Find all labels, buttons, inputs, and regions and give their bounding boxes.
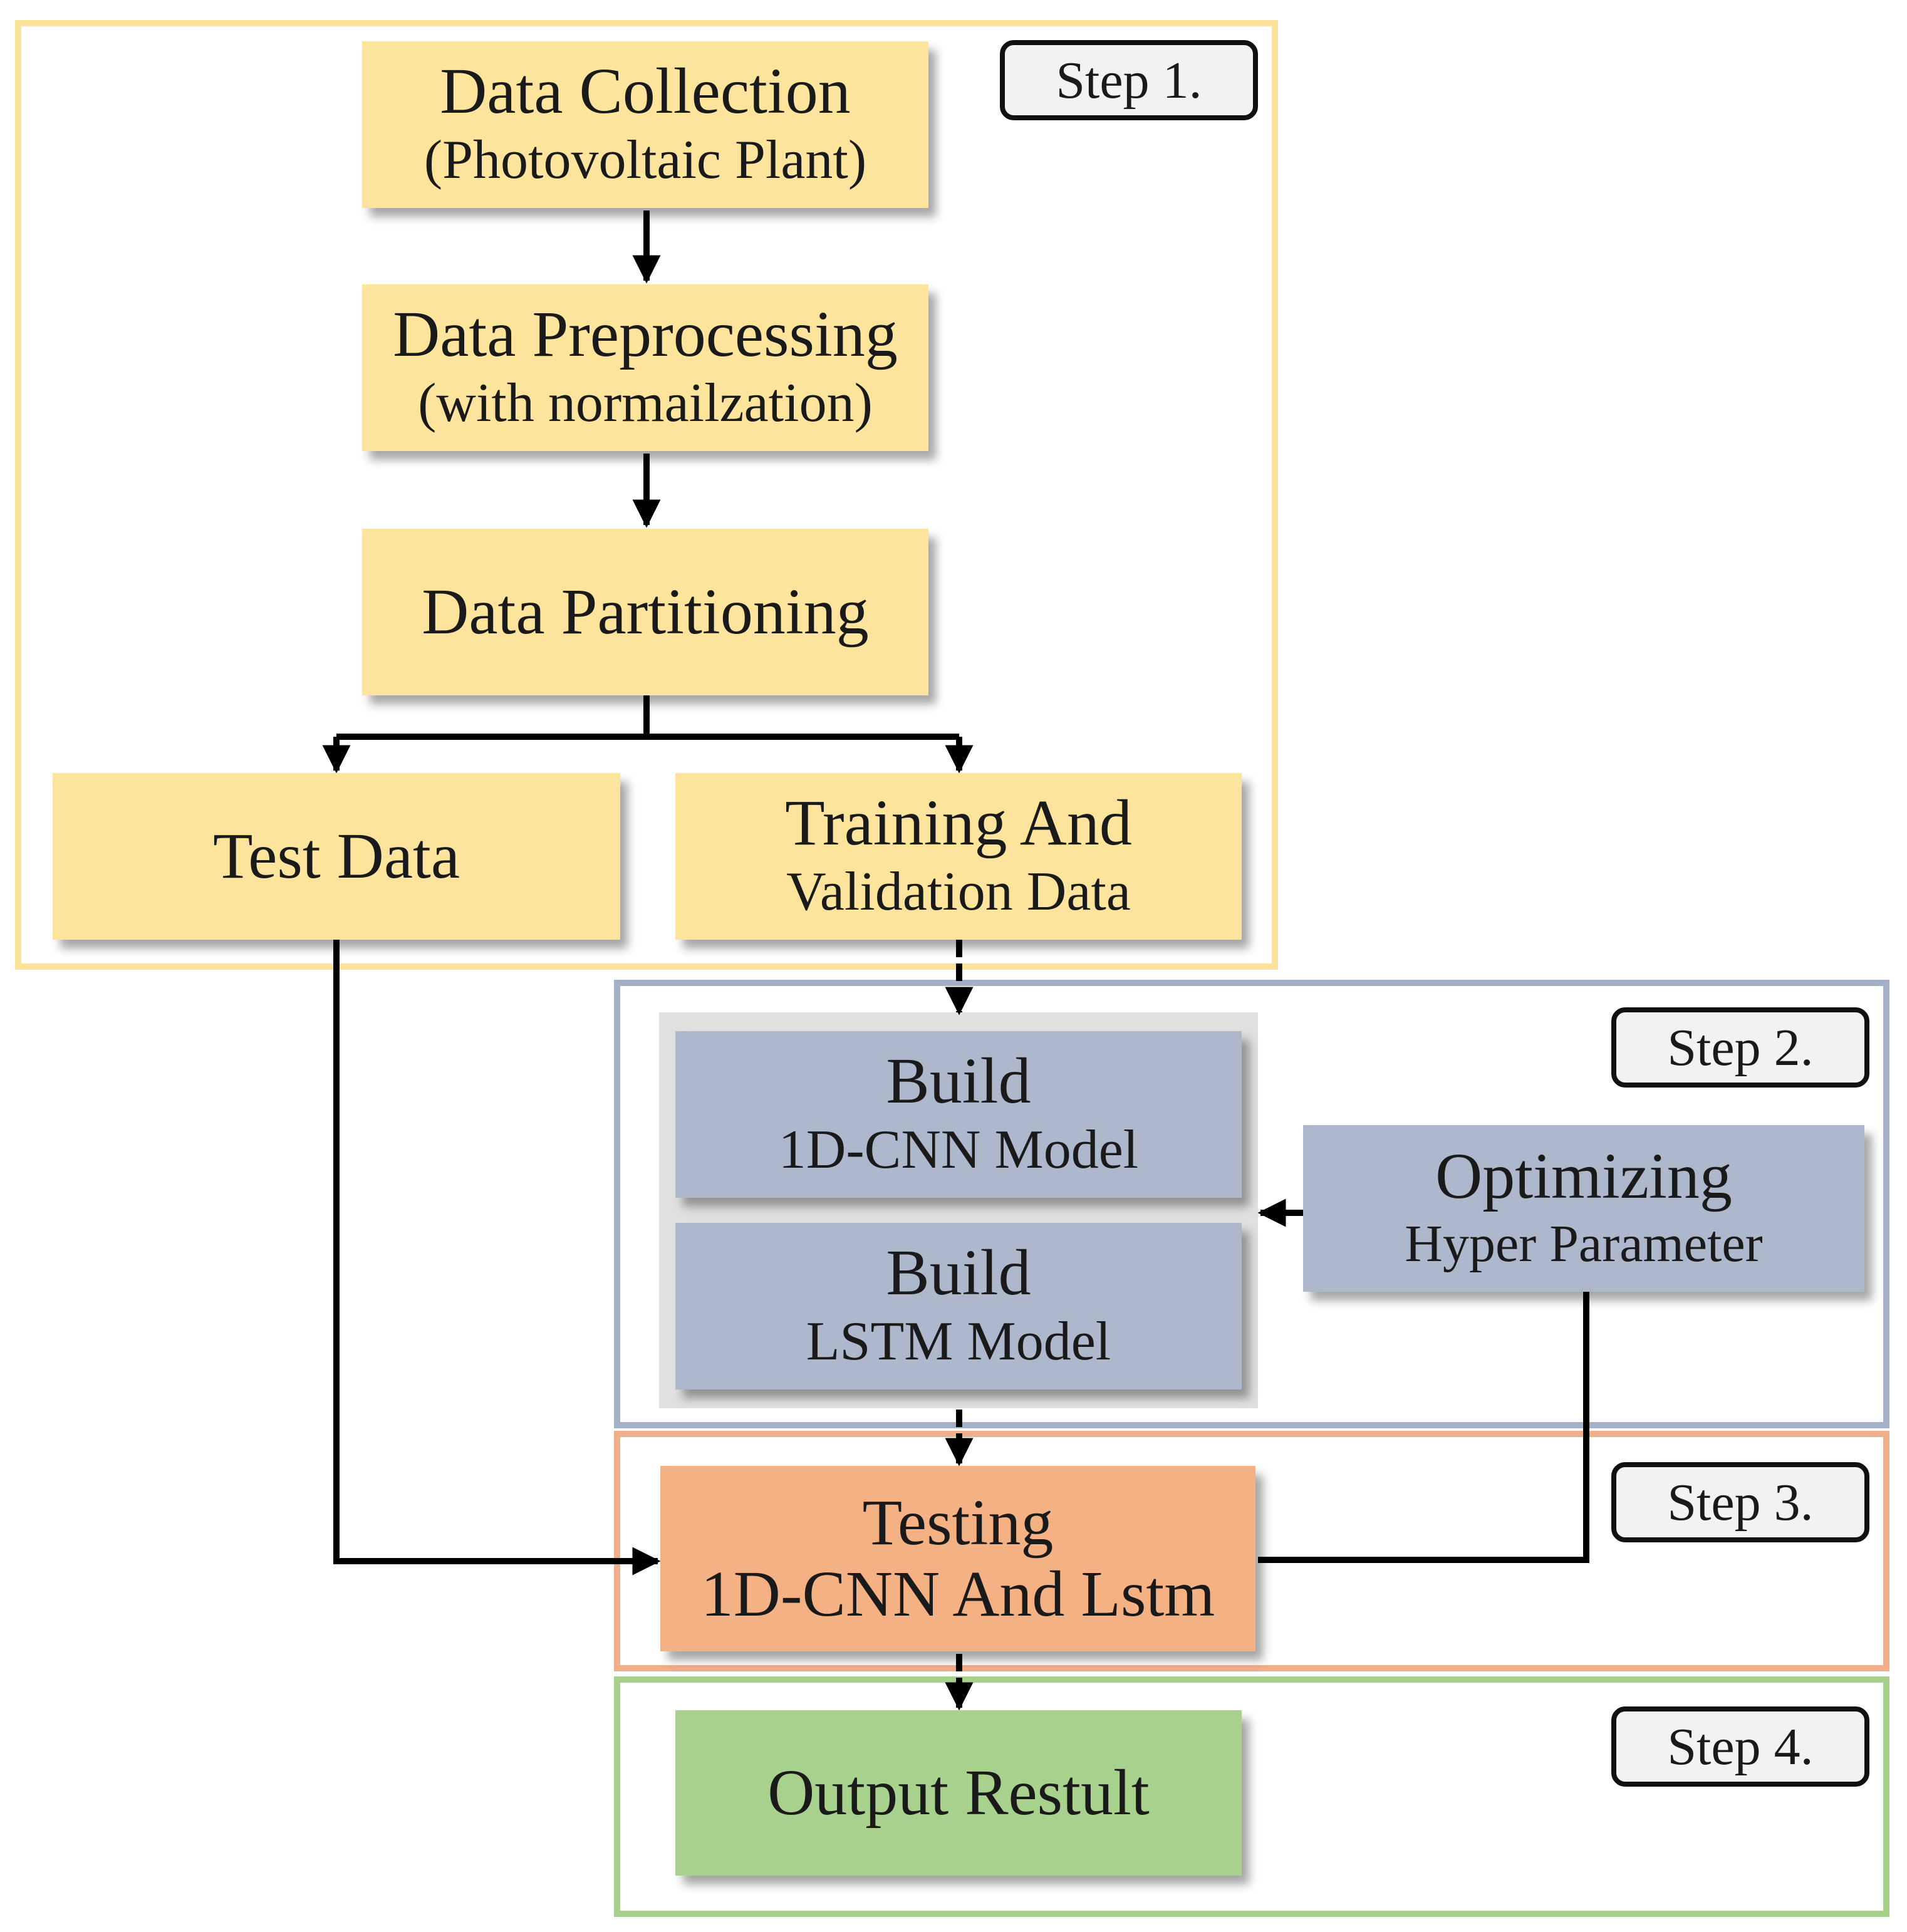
training-validation-subtitle: Validation Data [786, 861, 1131, 923]
data-preprocessing-title: Data Preprocessing [393, 298, 898, 370]
output-title: Output Restult [767, 1756, 1150, 1829]
data-preprocessing-subtitle: (with normailzation) [418, 373, 873, 434]
build-lstm-title: Build [886, 1237, 1031, 1309]
build-cnn-title: Build [886, 1045, 1031, 1117]
data-collection-subtitle: (Photovoltaic Plant) [423, 130, 867, 191]
data-preprocessing-node: Data Preprocessing (with normailzation) [362, 284, 928, 451]
data-collection-title: Data Collection [440, 55, 851, 127]
training-validation-node: Training And Validation Data [675, 773, 1242, 940]
testing-subtitle: 1D-CNN And Lstm [700, 1558, 1215, 1630]
data-collection-node: Data Collection (Photovoltaic Plant) [362, 41, 928, 208]
step4-frame [614, 1676, 1889, 1917]
step3-label: Step 3. [1611, 1462, 1869, 1542]
testing-title: Testing [862, 1486, 1054, 1559]
step4-label: Step 4. [1611, 1706, 1869, 1787]
optimizing-subtitle: Hyper Parameter [1405, 1214, 1763, 1273]
data-partitioning-title: Data Partitioning [422, 575, 869, 648]
output-node: Output Restult [675, 1710, 1242, 1876]
build-lstm-node: Build LSTM Model [675, 1223, 1242, 1389]
data-partitioning-node: Data Partitioning [362, 529, 928, 695]
arrow-test-data-to-testing [333, 940, 661, 1576]
optimizing-node: Optimizing Hyper Parameter [1303, 1125, 1864, 1292]
testing-node: Testing 1D-CNN And Lstm [660, 1466, 1255, 1651]
optimizing-title: Optimizing [1435, 1140, 1732, 1213]
step1-label: Step 1. [1000, 40, 1258, 120]
build-cnn-node: Build 1D-CNN Model [675, 1031, 1242, 1198]
build-cnn-subtitle: 1D-CNN Model [778, 1119, 1139, 1181]
test-data-node: Test Data [53, 773, 620, 940]
training-validation-title: Training And [785, 787, 1132, 859]
test-data-title: Test Data [212, 819, 460, 892]
build-lstm-subtitle: LSTM Model [806, 1311, 1111, 1373]
step2-label: Step 2. [1611, 1007, 1869, 1088]
